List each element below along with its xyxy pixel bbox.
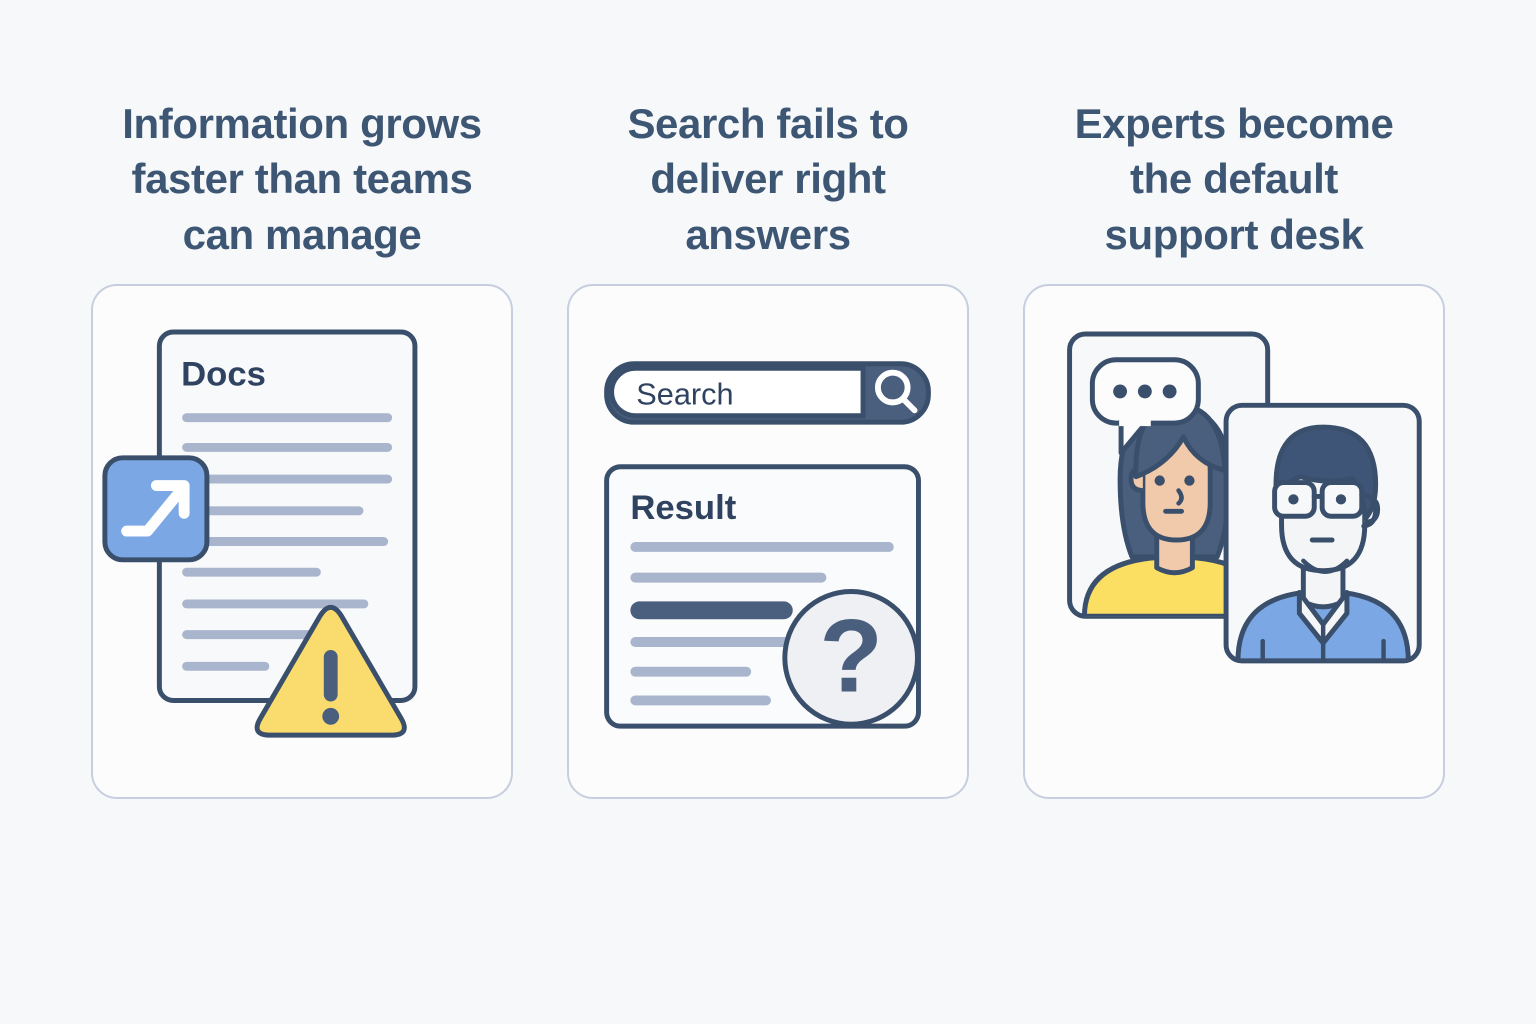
document-title: Docs [181,356,266,394]
column-search-failure: Search fails to deliver right answers Se… [553,96,983,800]
experts-as-support-desk-illustration [1067,331,1422,664]
document-text-lines [182,413,393,672]
search-input-value: Search [636,377,733,412]
chat-bubble-icon [1089,357,1201,456]
avatar-woman-card [1067,331,1271,620]
question-mark-glyph: ? [819,599,883,715]
card-search-failure: Search Result [567,284,969,800]
heading-information-growth: Information grows faster than teams can … [122,100,482,258]
heading-expert-bottleneck: Experts become the default support desk [1074,100,1394,258]
question-mark-badge: ? [782,589,920,727]
warning-triangle-icon [254,605,407,738]
search-input[interactable] [604,361,931,425]
column-information-growth: Information grows faster than teams can … [87,96,517,800]
failed-search-illustration: Search Result [604,361,931,729]
woman-eye-left [1154,475,1165,487]
chat-dot-2 [1137,384,1152,399]
avatar-man-with-glasses [1235,424,1411,662]
column-expert-bottleneck: Experts become the default support desk [1019,96,1449,800]
card-expert-bottleneck [1023,284,1445,800]
result-panel-title: Result [630,490,736,528]
avatar-woman [1081,403,1268,617]
document-overload-illustration: Docs [102,329,418,738]
avatar-man-card [1223,403,1422,664]
trending-up-arrow-badge [102,455,210,563]
man-eye-right [1335,494,1347,505]
man-eye-left [1288,494,1299,505]
result-highlighted-line [630,601,793,620]
arrow-up-right-icon [121,480,190,537]
result-text-lines [630,542,894,706]
chat-dot-1 [1113,384,1128,399]
card-information-growth: Docs [91,284,513,800]
heading-search-failure: Search fails to deliver right answers [627,100,909,258]
woman-eye-right [1184,475,1195,487]
chat-dot-3 [1162,384,1177,399]
magnifier-icon[interactable] [874,370,918,414]
